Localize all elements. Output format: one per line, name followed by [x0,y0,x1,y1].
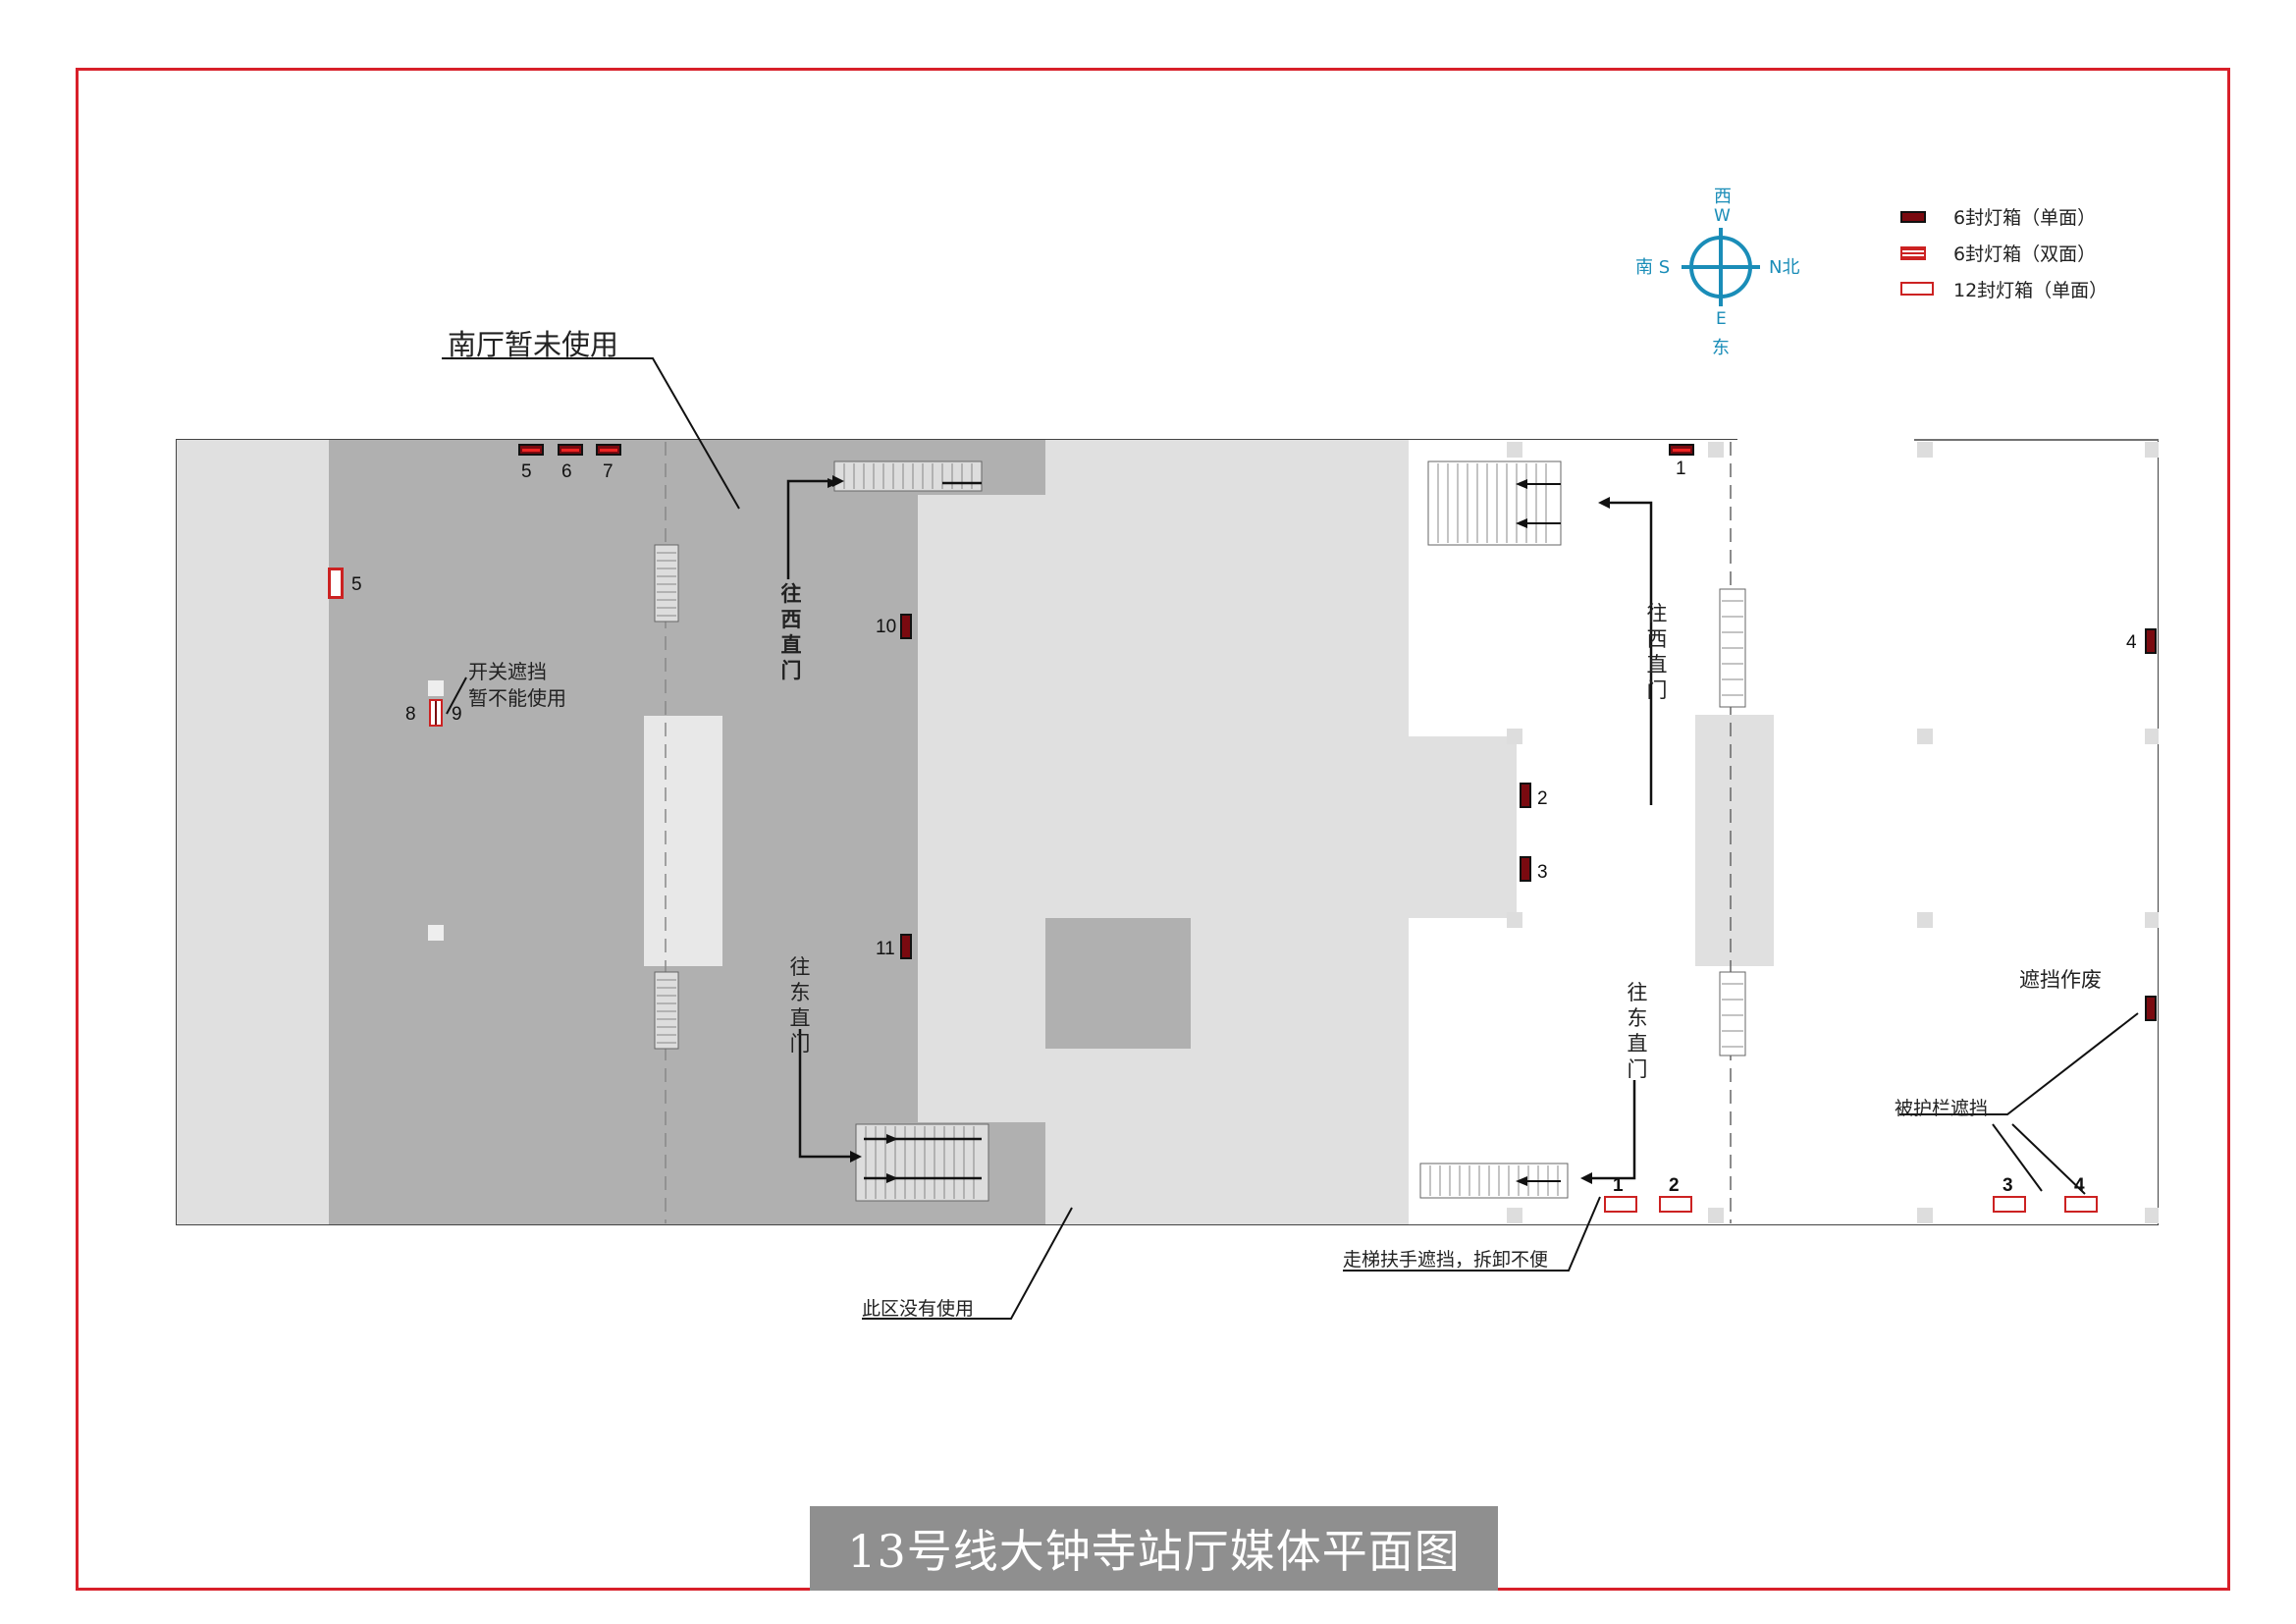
box-number: 5 [351,574,362,595]
lightbox-6-single [900,934,912,959]
lightbox-12-single [1993,1196,2026,1213]
lightbox-6-single [2145,996,2157,1021]
box-number: 2 [1669,1175,1680,1196]
title-bar: 13号线大钟寺站厅媒体平面图 [810,1506,1498,1591]
central-concourse-main [1045,440,1409,1224]
compass: 西 W E 东 南 S N北 [1620,177,1816,373]
legend-label: 6封灯箱（单面） [1953,207,2097,229]
compass-north: N北 [1769,257,1800,278]
box-number: 2 [1537,788,1548,809]
center-column [644,716,722,966]
box-number: 10 [876,617,897,637]
lightbox-6-single [558,444,583,456]
lightbox-6-single [596,444,621,456]
north-column [1695,715,1774,966]
box-number: 4 [2126,632,2137,653]
page-title: 13号线大钟寺站厅媒体平面图 [847,1525,1461,1578]
legend-single-6-icon [1900,211,1926,223]
box-number: 5 [521,461,532,482]
west-platform-strip [177,440,329,1224]
lightbox-6-single [1520,856,1531,882]
box-number: 6 [561,461,572,482]
central-concourse [918,495,1045,1122]
legend-label: 12封灯箱（单面） [1953,280,2109,301]
box-number: 8 [405,704,416,725]
direction-xizhimen: 往西直门 [1646,602,1668,702]
box-number: 7 [603,461,614,482]
compass-south: 南 S [1635,257,1671,278]
lightbox-6-single [900,614,912,639]
legend-label: 6封灯箱（双面） [1953,244,2097,265]
lightbox-12-single [328,568,344,599]
legend: 6封灯箱（单面） 6封灯箱（双面） 12封灯箱（单面） [1895,201,2150,309]
cannot-use-label: 暂不能使用 [468,686,566,710]
lightbox-6-single [1669,444,1694,456]
compass-east: 东 [1712,338,1730,358]
escalator-block-label: 走梯扶手遮挡，拆卸不便 [1343,1249,1549,1271]
lightbox-6-double [429,699,443,727]
compass-icon [1682,228,1760,306]
south-hall-label: 南厅暂未使用 [448,328,619,361]
south-hall-area [329,440,918,1224]
direction-dongzhimen: 往东直门 [1627,981,1648,1081]
lightbox-12-single [1604,1196,1637,1213]
compass-west: 西 [1714,187,1732,207]
lightbox-6-single [1520,783,1531,808]
guardrail-block-label: 被护栏遮挡 [1895,1098,1989,1119]
concourse-protrusion [1409,736,1517,918]
lightbox-6-single [2145,628,2157,654]
box-number: 3 [1537,862,1548,883]
direction-dongzhimen: 往东直门 [789,955,811,1056]
box-number: 11 [876,939,895,959]
legend-double-6-icon [1900,246,1926,260]
box-number: 1 [1613,1175,1624,1196]
compass-west-letter: W [1714,206,1731,226]
box-number: 1 [1676,459,1686,479]
lightbox-12-single [2064,1196,2098,1213]
box-number: 9 [452,704,462,725]
unused-dark-block [1045,918,1191,1049]
box-number: 3 [2002,1175,2013,1196]
direction-xizhimen: 往西直门 [780,582,802,682]
lightbox-6-single [518,444,544,456]
switch-block-label: 开关遮挡 [468,660,547,683]
area-unused-label: 此区没有使用 [862,1298,975,1320]
compass-east-letter: E [1716,309,1727,329]
lightbox-12-single [1659,1196,1692,1213]
legend-single-12-icon [1900,282,1934,296]
blocked-void-label: 遮挡作废 [2019,968,2102,992]
box-number: 4 [2074,1175,2085,1196]
